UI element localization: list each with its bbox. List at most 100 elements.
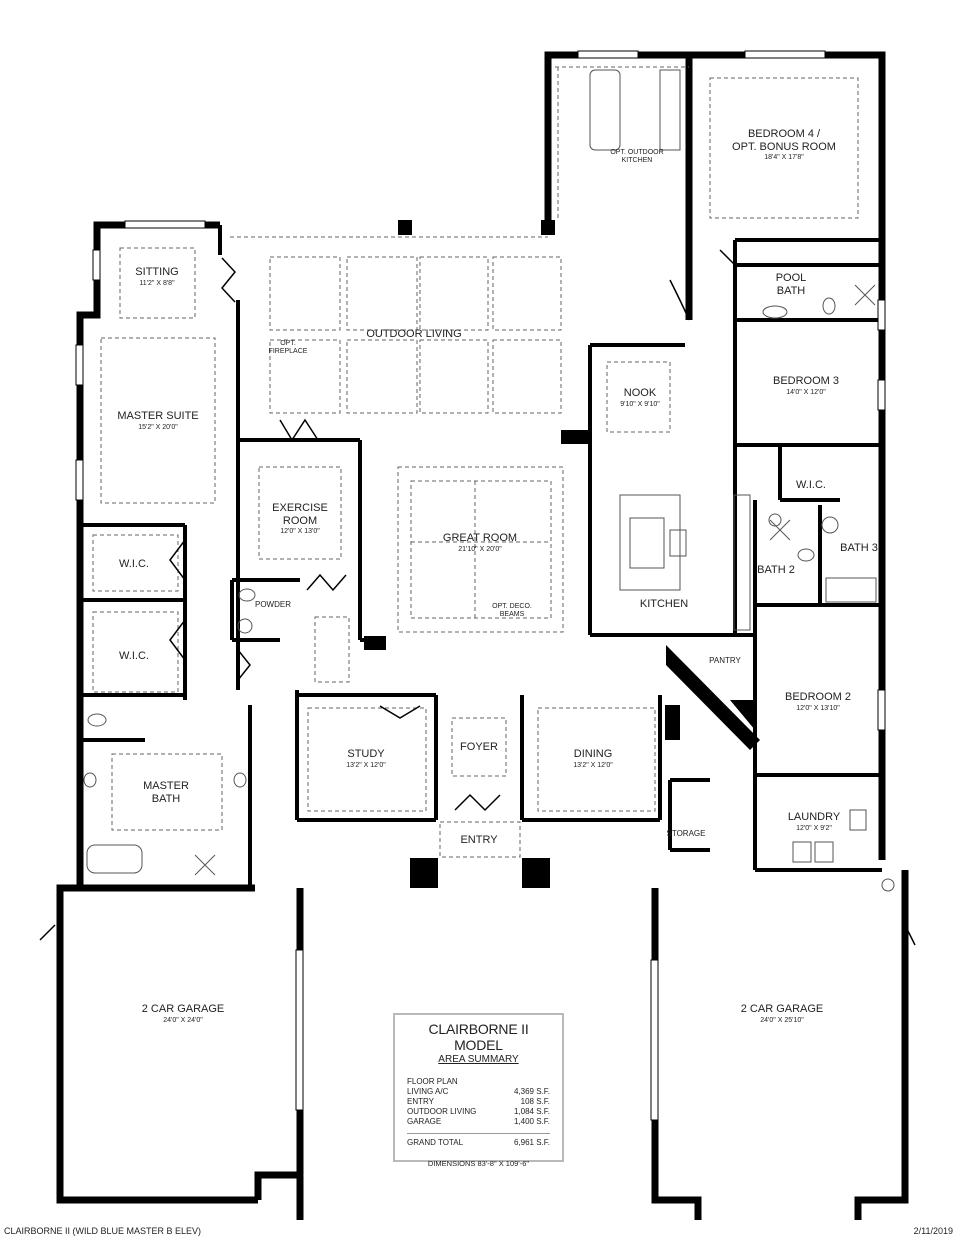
room-name: BEAMS bbox=[499, 611, 525, 619]
total-label: GRAND TOTAL bbox=[407, 1138, 464, 1147]
room-name: 2 CAR GARAGE bbox=[141, 1003, 225, 1015]
divider bbox=[407, 1133, 550, 1134]
room-dining: DINING 13'2" X 12'0" bbox=[573, 748, 613, 770]
room-master-suite: MASTER SUITE 15'2" X 20'0" bbox=[117, 410, 198, 432]
room-name: OPT. BONUS ROOM bbox=[732, 140, 836, 153]
room-name: FIREPLACE bbox=[268, 348, 308, 356]
room-kitchen: KITCHEN bbox=[640, 598, 688, 611]
room-deco-beams: OPT. DECO. BEAMS bbox=[492, 603, 532, 619]
footer-date: 2/11/2019 bbox=[913, 1226, 953, 1236]
table-row: GARAGE 1,400 S.F. bbox=[407, 1117, 550, 1127]
room-dimensions: 12'0" X 9'2" bbox=[796, 824, 832, 832]
row-value: 1,400 S.F. bbox=[513, 1117, 550, 1126]
room-name: BEDROOM 4 / bbox=[747, 128, 821, 140]
room-dimensions: 9'10" X 9'10" bbox=[620, 400, 660, 408]
overall-dimensions: DIMENSIONS 83'-8" X 109'-6" bbox=[427, 1159, 530, 1168]
room-great-room: GREAT ROOM 21'10" X 20'0" bbox=[443, 532, 517, 554]
room-master-bath: MASTER BATH bbox=[143, 780, 189, 805]
room-name: BEDROOM 3 bbox=[772, 375, 840, 387]
room-name: OPT. OUTDOOR bbox=[610, 149, 664, 156]
room-outdoor-kitchen: OPT. OUTDOOR KITCHEN bbox=[610, 149, 663, 165]
room-name: W.I.C. bbox=[796, 479, 826, 491]
area-summary-box: CLAIRBORNE II MODEL AREA SUMMARY FLOOR P… bbox=[393, 1013, 564, 1168]
room-name: STORAGE bbox=[666, 829, 706, 838]
room-name: OUTDOOR LIVING bbox=[366, 328, 462, 340]
room-powder: POWDER bbox=[255, 600, 291, 609]
room-wic-2: W.I.C. bbox=[119, 650, 149, 663]
room-name: KITCHEN bbox=[621, 157, 653, 165]
room-laundry: LAUNDRY 12'0" X 9'2" bbox=[788, 811, 840, 833]
room-dimensions: 13'2" X 12'0" bbox=[346, 761, 386, 769]
room-name: MASTER SUITE bbox=[117, 410, 199, 422]
room-name: ENTRY bbox=[460, 834, 498, 846]
room-wic-bedroom3: W.I.C. bbox=[796, 479, 826, 492]
room-sitting: SITTING 11'2" X 8'8" bbox=[135, 266, 178, 288]
room-name: 2 CAR GARAGE bbox=[740, 1003, 824, 1015]
room-name: BATH 2 bbox=[757, 564, 795, 576]
room-name: STUDY bbox=[347, 748, 385, 760]
room-bath3: BATH 3 bbox=[840, 542, 878, 555]
summary-subtitle: AREA SUMMARY bbox=[438, 1054, 519, 1065]
room-name: OPT. bbox=[280, 340, 296, 347]
room-name: POWDER bbox=[255, 600, 291, 609]
room-dimensions: 11'2" X 8'8" bbox=[139, 279, 175, 287]
row-value: 4,369 S.F. bbox=[513, 1087, 550, 1096]
room-dimensions: 24'0" X 25'10" bbox=[760, 1016, 804, 1024]
room-name: W.I.C. bbox=[119, 650, 149, 662]
row-value: 1,084 S.F. bbox=[513, 1107, 550, 1116]
room-dimensions: 24'0" X 24'0" bbox=[163, 1016, 203, 1024]
row-label: LIVING A/C bbox=[407, 1087, 449, 1096]
room-name: FOYER bbox=[460, 741, 498, 753]
room-storage: STORAGE bbox=[667, 829, 706, 838]
room-name: GREAT ROOM bbox=[442, 532, 518, 544]
room-name: BATH bbox=[776, 284, 806, 297]
dashed-outlines bbox=[92, 66, 859, 858]
room-pantry: PANTRY bbox=[709, 656, 741, 665]
room-pool-bath: POOL BATH bbox=[776, 272, 807, 297]
room-bedroom2: BEDROOM 2 12'0" X 13'10" bbox=[785, 691, 851, 713]
area-table: FLOOR PLAN LIVING A/C 4,369 S.F. ENTRY 108… bbox=[407, 1077, 550, 1127]
total-value: 6,961 S.F. bbox=[513, 1138, 550, 1147]
table-row: LIVING A/C 4,369 S.F. bbox=[407, 1087, 550, 1097]
room-fireplace: OPT. FIREPLACE bbox=[269, 340, 308, 356]
room-name: BATH 3 bbox=[840, 542, 878, 554]
footer-plan-title: CLAIRBORNE II (WILD BLUE MASTER B ELEV) bbox=[4, 1226, 202, 1236]
room-name: OPT. DECO. bbox=[492, 603, 532, 610]
grand-total-row: GRAND TOTAL 6,961 S.F. bbox=[407, 1138, 550, 1147]
room-dimensions: 18'4" X 17'8" bbox=[764, 154, 804, 162]
section-label: FLOOR PLAN bbox=[407, 1077, 458, 1086]
room-bedroom4: BEDROOM 4 / OPT. BONUS ROOM 18'4" X 17'8… bbox=[732, 128, 836, 162]
room-name: DINING bbox=[573, 748, 613, 760]
room-name: KITCHEN bbox=[639, 598, 689, 610]
windows bbox=[75, 50, 886, 1121]
room-name: SITTING bbox=[135, 266, 179, 278]
room-exercise: EXERCISE ROOM 12'0" X 13'0" bbox=[272, 502, 328, 536]
room-bedroom3: BEDROOM 3 14'0" X 12'0" bbox=[773, 375, 839, 397]
row-label: ENTRY bbox=[407, 1097, 434, 1106]
room-garage-left: 2 CAR GARAGE 24'0" X 24'0" bbox=[142, 1003, 225, 1025]
table-row: ENTRY 108 S.F. bbox=[407, 1097, 550, 1107]
room-wic-1: W.I.C. bbox=[119, 558, 149, 571]
summary-title: CLAIRBORNE II MODEL bbox=[428, 1021, 529, 1053]
doors bbox=[39, 249, 916, 946]
row-label: OUTDOOR LIVING bbox=[407, 1107, 477, 1116]
room-name: NOOK bbox=[623, 387, 657, 399]
room-bath2: BATH 2 bbox=[757, 564, 795, 577]
row-value: 108 S.F. bbox=[520, 1097, 550, 1106]
fixtures bbox=[83, 69, 895, 892]
room-name: MASTER bbox=[143, 780, 189, 792]
row-label: GARAGE bbox=[407, 1117, 442, 1126]
room-entry: ENTRY bbox=[460, 834, 497, 847]
room-dimensions: 15'2" X 20'0" bbox=[138, 423, 178, 431]
room-name: W.I.C. bbox=[119, 558, 149, 570]
room-name: BEDROOM 2 bbox=[784, 691, 852, 703]
room-name: LAUNDRY bbox=[787, 811, 841, 823]
room-name: PANTRY bbox=[709, 656, 741, 665]
interior-walls bbox=[80, 225, 882, 888]
room-name: POOL bbox=[775, 272, 807, 284]
solid-wall-blocks bbox=[364, 220, 760, 888]
room-name: ROOM bbox=[282, 514, 318, 527]
room-dimensions: 13'2" X 12'0" bbox=[573, 761, 613, 769]
room-garage-right: 2 CAR GARAGE 24'0" X 25'10" bbox=[741, 1003, 824, 1025]
room-name: EXERCISE bbox=[272, 502, 328, 514]
